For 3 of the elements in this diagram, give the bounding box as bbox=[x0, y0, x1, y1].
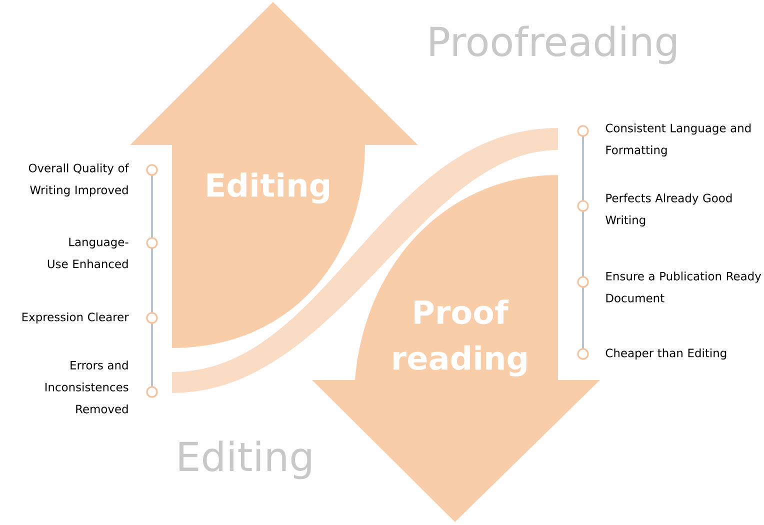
list-item: Errors and Inconsistences Removed bbox=[45, 360, 128, 414]
list-item: Consistent Language and Formatting bbox=[606, 123, 751, 156]
curved-band bbox=[172, 128, 558, 393]
